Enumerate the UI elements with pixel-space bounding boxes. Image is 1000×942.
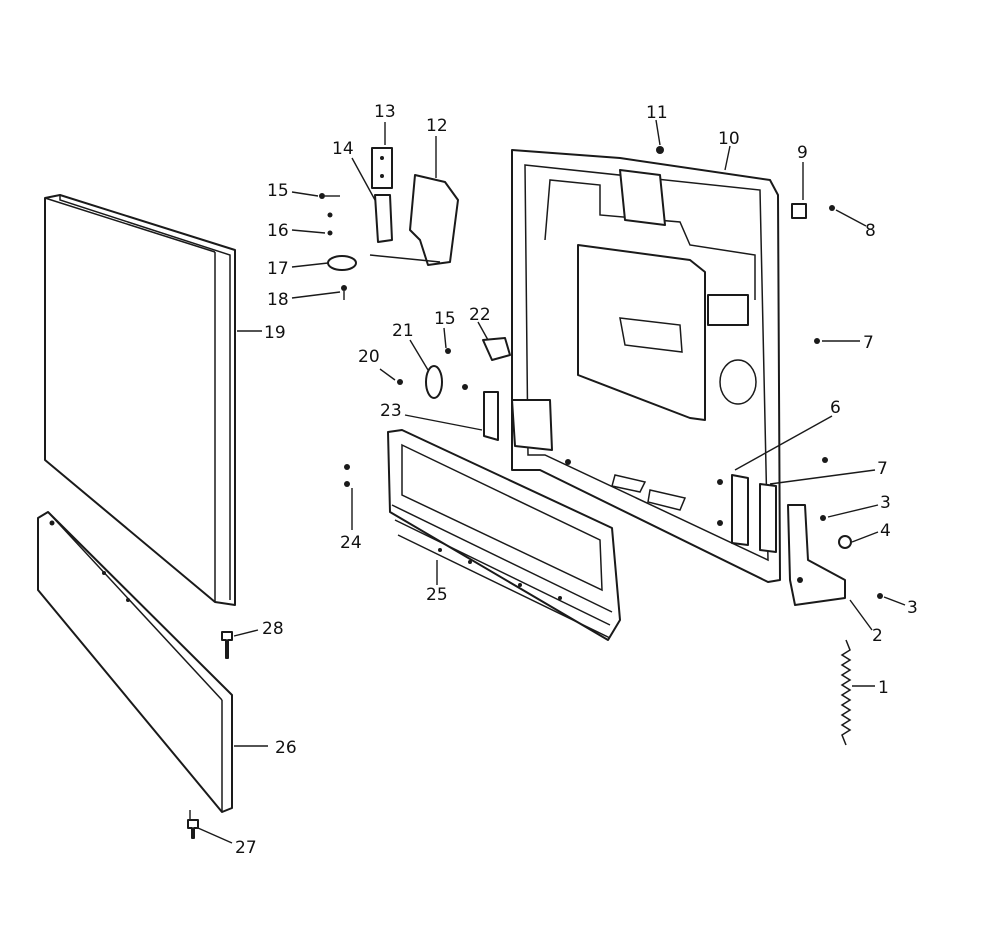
callout-labels: 1 2 3 3 4 6 7 7 8 9 10 11 12 13 14 15 15… [235,102,918,858]
callout-10: 10 [718,129,740,149]
control-panel-assembly [387,429,621,641]
callout-7-lower: 7 [877,459,888,479]
callout-19: 19 [264,323,286,343]
callout-17: 17 [267,259,289,279]
callout-2: 2 [872,626,883,646]
inner-door-liner [511,149,781,583]
hardware-screws [187,146,883,839]
callout-25: 25 [426,585,448,605]
callout-21: 21 [392,321,414,341]
callout-12: 12 [426,116,448,136]
callout-27: 27 [235,838,257,858]
door-spring [840,639,852,746]
latch-assembly [369,147,459,266]
callout-28: 28 [262,619,284,639]
outer-door-panel [44,194,236,606]
leader-lines [189,119,906,844]
callout-8: 8 [865,221,876,241]
callout-15-lower: 15 [434,309,456,329]
callout-14: 14 [332,139,354,159]
lower-access-panel [37,511,233,813]
callout-7-upper: 7 [863,333,874,353]
callout-4: 4 [880,521,891,541]
small-parts [327,255,553,451]
callout-16: 16 [267,221,289,241]
callout-24: 24 [340,533,362,553]
callout-13: 13 [374,102,396,122]
callout-22: 22 [469,305,491,325]
callout-3-lower: 3 [907,598,918,618]
callout-11: 11 [646,103,668,123]
callout-9: 9 [797,143,808,163]
callout-3-upper: 3 [880,493,891,513]
callout-6: 6 [830,398,841,418]
callout-26: 26 [275,738,297,758]
callout-18: 18 [267,290,289,310]
callout-15-upper: 15 [267,181,289,201]
callout-23: 23 [380,401,402,421]
callout-1: 1 [878,678,889,698]
callout-20: 20 [358,347,380,367]
hinge-bracket [787,504,846,606]
